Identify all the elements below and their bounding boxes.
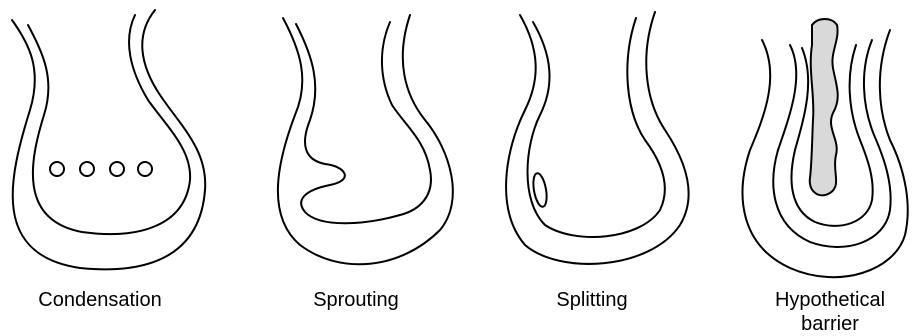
condensation-dot [50, 162, 64, 176]
split-pillar [531, 172, 549, 208]
condensation-dot [138, 162, 152, 176]
caption-sprouting: Sprouting [256, 288, 456, 312]
inner-wall [28, 15, 190, 234]
caption-hypothetical-barrier: Hypothetical barrier [730, 288, 912, 336]
caption-splitting: Splitting [492, 288, 692, 312]
caption-condensation: Condensation [0, 288, 200, 312]
inner-wall-with-sprout [296, 22, 431, 223]
condensation-dot [110, 162, 124, 176]
outer-wall [506, 12, 688, 264]
barrier-shape [810, 19, 838, 195]
panel-condensation [12, 10, 205, 269]
condensation-dot [80, 162, 94, 176]
inner-wall [528, 18, 665, 237]
panel-sprouting [278, 15, 453, 264]
panel-splitting [506, 12, 688, 264]
panel-hypothetical-barrier [743, 19, 908, 277]
